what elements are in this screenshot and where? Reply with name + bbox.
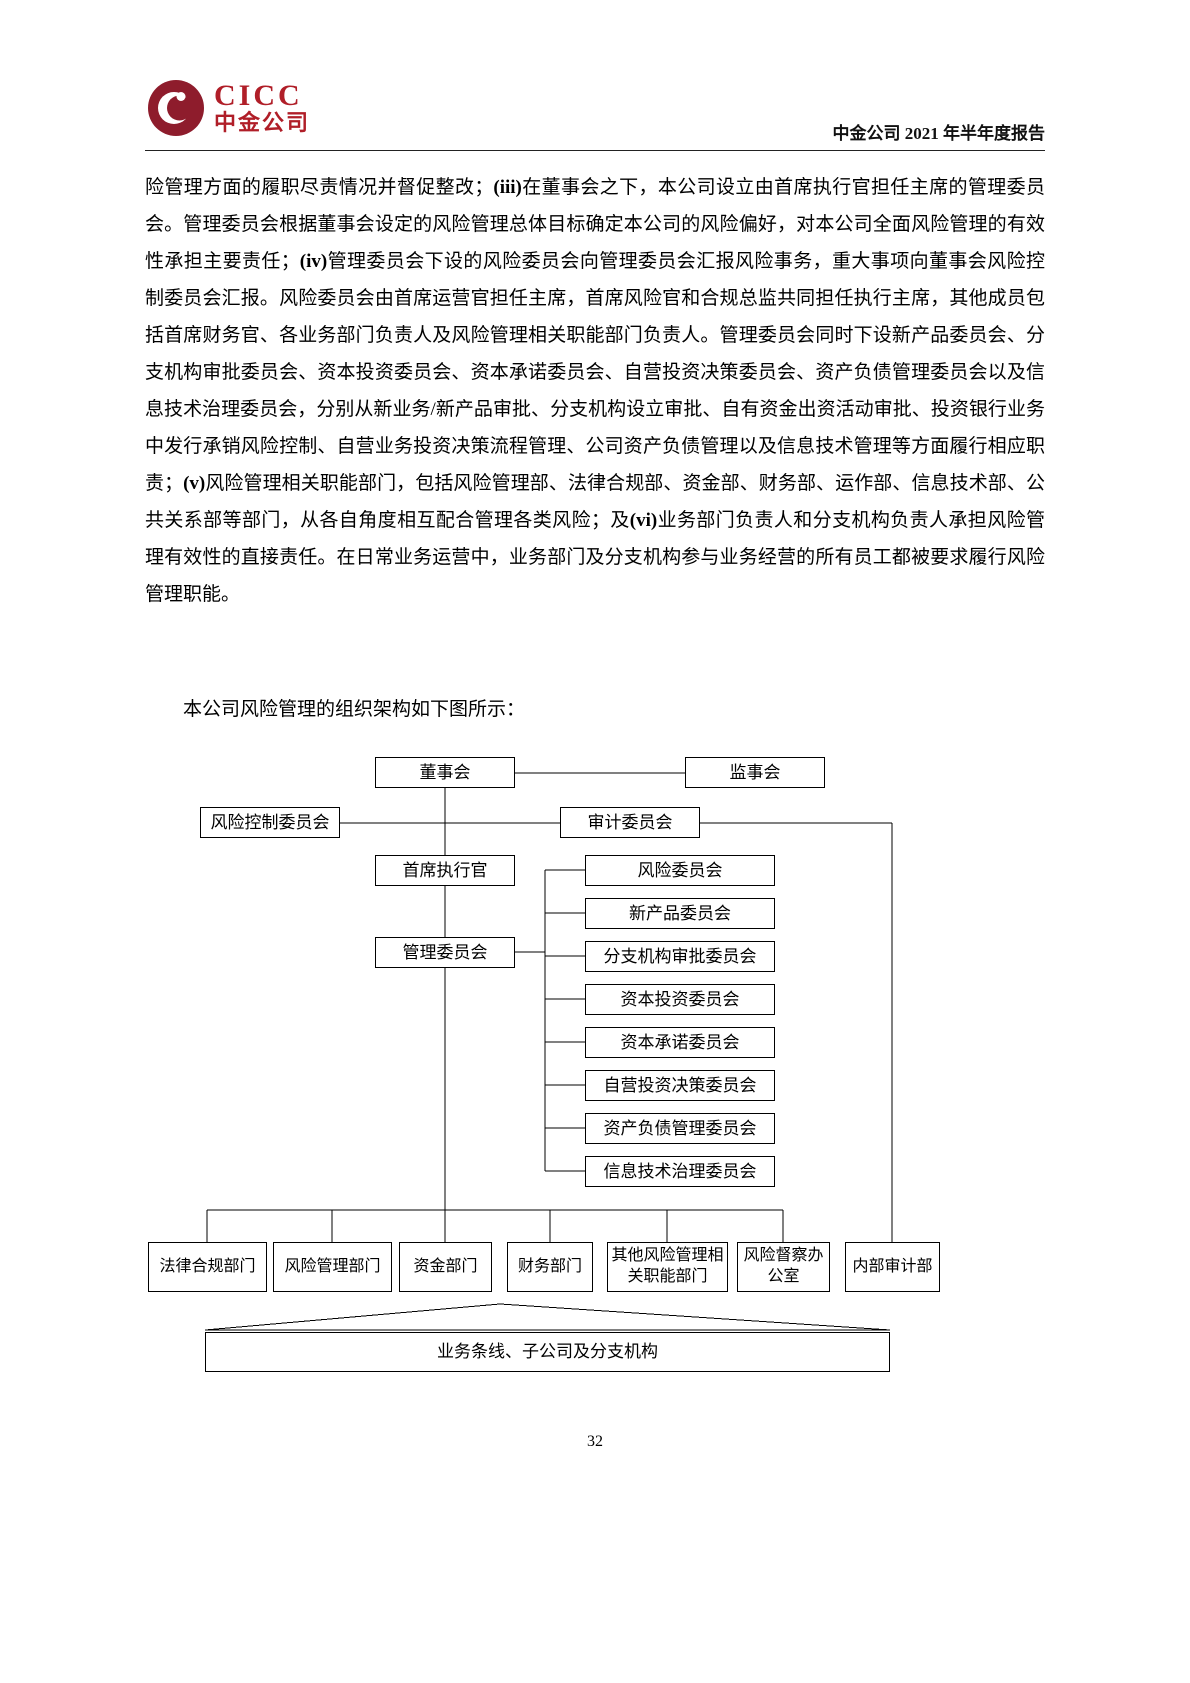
org-node-department: 风险督察办公室 [737, 1242, 830, 1292]
org-node-department: 其他风险管理相关职能部门 [607, 1242, 728, 1292]
org-node-department: 法律合规部门 [148, 1242, 267, 1292]
cicc-logo: CICC 中金公司 [148, 80, 310, 136]
org-node-department: 财务部门 [507, 1242, 593, 1292]
org-node-department: 资金部门 [399, 1242, 492, 1292]
header-rule [145, 150, 1045, 151]
cicc-logo-icon [148, 80, 204, 136]
org-node-business-lines: 业务条线、子公司及分支机构 [205, 1332, 890, 1372]
funnel-shape [204, 1303, 891, 1331]
logo-text-cicc: CICC [214, 79, 303, 113]
org-chart: 董事会 监事会 风险控制委员会 审计委员会 首席执行官 管理委员会 风险委员会 … [140, 748, 1050, 1388]
org-chart-connectors [204, 772, 893, 1331]
org-node-board: 董事会 [375, 757, 515, 788]
chart-caption: 本公司风险管理的组织架构如下图所示： [183, 699, 526, 720]
org-node-department: 内部审计部 [845, 1242, 940, 1292]
org-node-department: 风险管理部门 [273, 1242, 392, 1292]
org-node-committee: 信息技术治理委员会 [585, 1156, 775, 1187]
org-node-committee: 资本投资委员会 [585, 984, 775, 1015]
org-node-management-committee: 管理委员会 [375, 937, 515, 968]
cicc-logo-text: CICC 中金公司 [214, 81, 310, 134]
org-node-committee: 资本承诺委员会 [585, 1027, 775, 1058]
page-number: 32 [587, 1433, 603, 1450]
org-node-committee: 风险委员会 [585, 855, 775, 886]
org-node-risk-control-committee: 风险控制委员会 [200, 807, 340, 838]
org-node-committee: 新产品委员会 [585, 898, 775, 929]
body-paragraph: 险管理方面的履职尽责情况并督促整改；(iii)在董事会之下，本公司设立由首席执行… [145, 177, 1045, 605]
org-node-supervisory-board: 监事会 [685, 757, 825, 788]
logo-text-chinese: 中金公司 [214, 110, 311, 136]
report-title: 中金公司 2021 年半年度报告 [832, 124, 1046, 143]
org-node-committee: 资产负债管理委员会 [585, 1113, 775, 1144]
org-node-ceo: 首席执行官 [375, 855, 515, 886]
org-node-audit-committee: 审计委员会 [560, 807, 700, 838]
org-node-committee: 分支机构审批委员会 [585, 941, 775, 972]
org-node-committee: 自营投资决策委员会 [585, 1070, 775, 1101]
